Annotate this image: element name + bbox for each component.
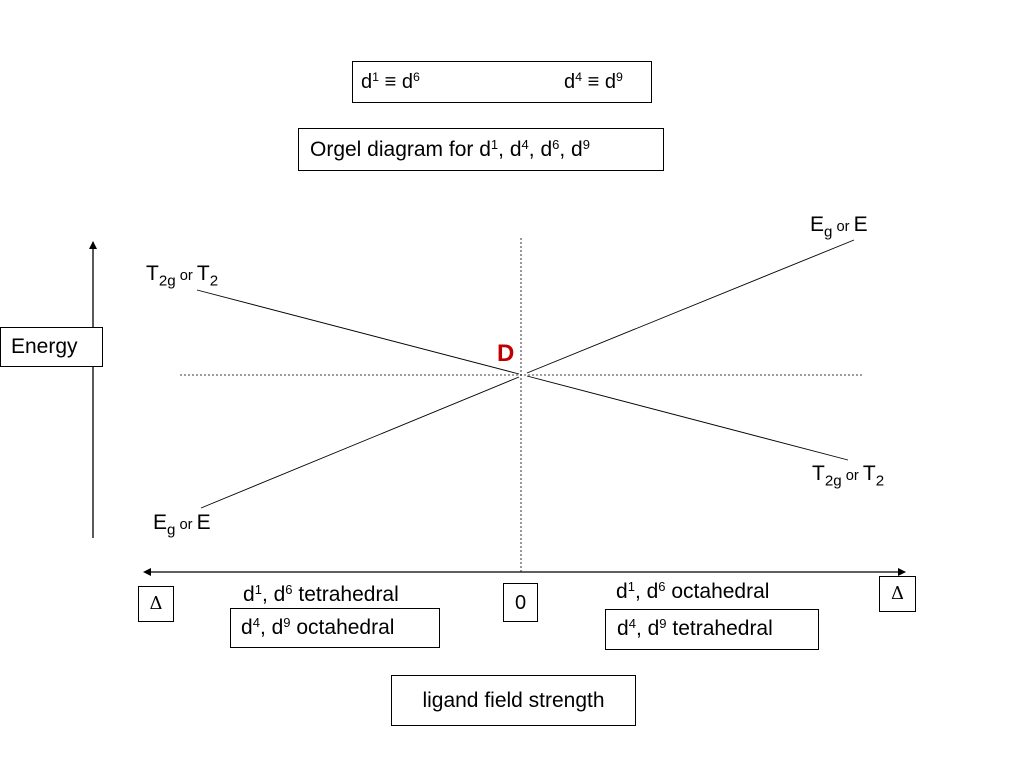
delta-right-symbol: Δ [891,583,904,604]
left-region-line1: d1, d6 tetrahedral [243,581,399,606]
ligand-field-strength-caption: ligand field strength [391,675,636,726]
label-eg-lower-left: Eg or E [153,511,211,539]
t2g-line-right [526,375,849,461]
equivalence-left: d1 ≡ d6 [361,70,420,93]
energy-label: Energy [11,335,78,358]
center-term-d: D [497,340,515,367]
diagram-title-text: Orgel diagram for d1, d4, d6, d9 [310,136,590,161]
label-t2g-upper-left: T2g or T2 [146,262,219,290]
right-region-line2: d4, d9 tetrahedral [617,615,773,640]
t2g-line-left [196,289,520,375]
left-region-line2-box: d4, d9 octahedral [230,608,440,648]
delta-left-symbol: Δ [149,593,163,614]
equivalence-right: d4 ≡ d9 [564,70,623,93]
zero-label: 0 [514,592,527,614]
zero-box: 0 [503,583,538,622]
label-eg-upper-right: Eg or E [810,213,868,241]
ligand-field-strength-text: ligand field strength [422,689,605,712]
delta-left-box: Δ [138,586,174,622]
eg-line-right [526,239,855,374]
eg-line-left [200,376,520,509]
diagram-title: Orgel diagram for d1, d4, d6, d9 [298,128,664,171]
right-region-line2-box: d4, d9 tetrahedral [605,609,819,650]
left-region-line2: d4, d9 octahedral [241,614,395,639]
label-t2g-lower-right: T2g or T2 [812,462,885,490]
equivalence-box: d1 ≡ d6 d4 ≡ d9 [352,61,652,103]
right-region-line1: d1, d6 octahedral [616,578,770,603]
delta-right-box: Δ [879,576,916,612]
energy-label-box: Energy [0,327,103,367]
